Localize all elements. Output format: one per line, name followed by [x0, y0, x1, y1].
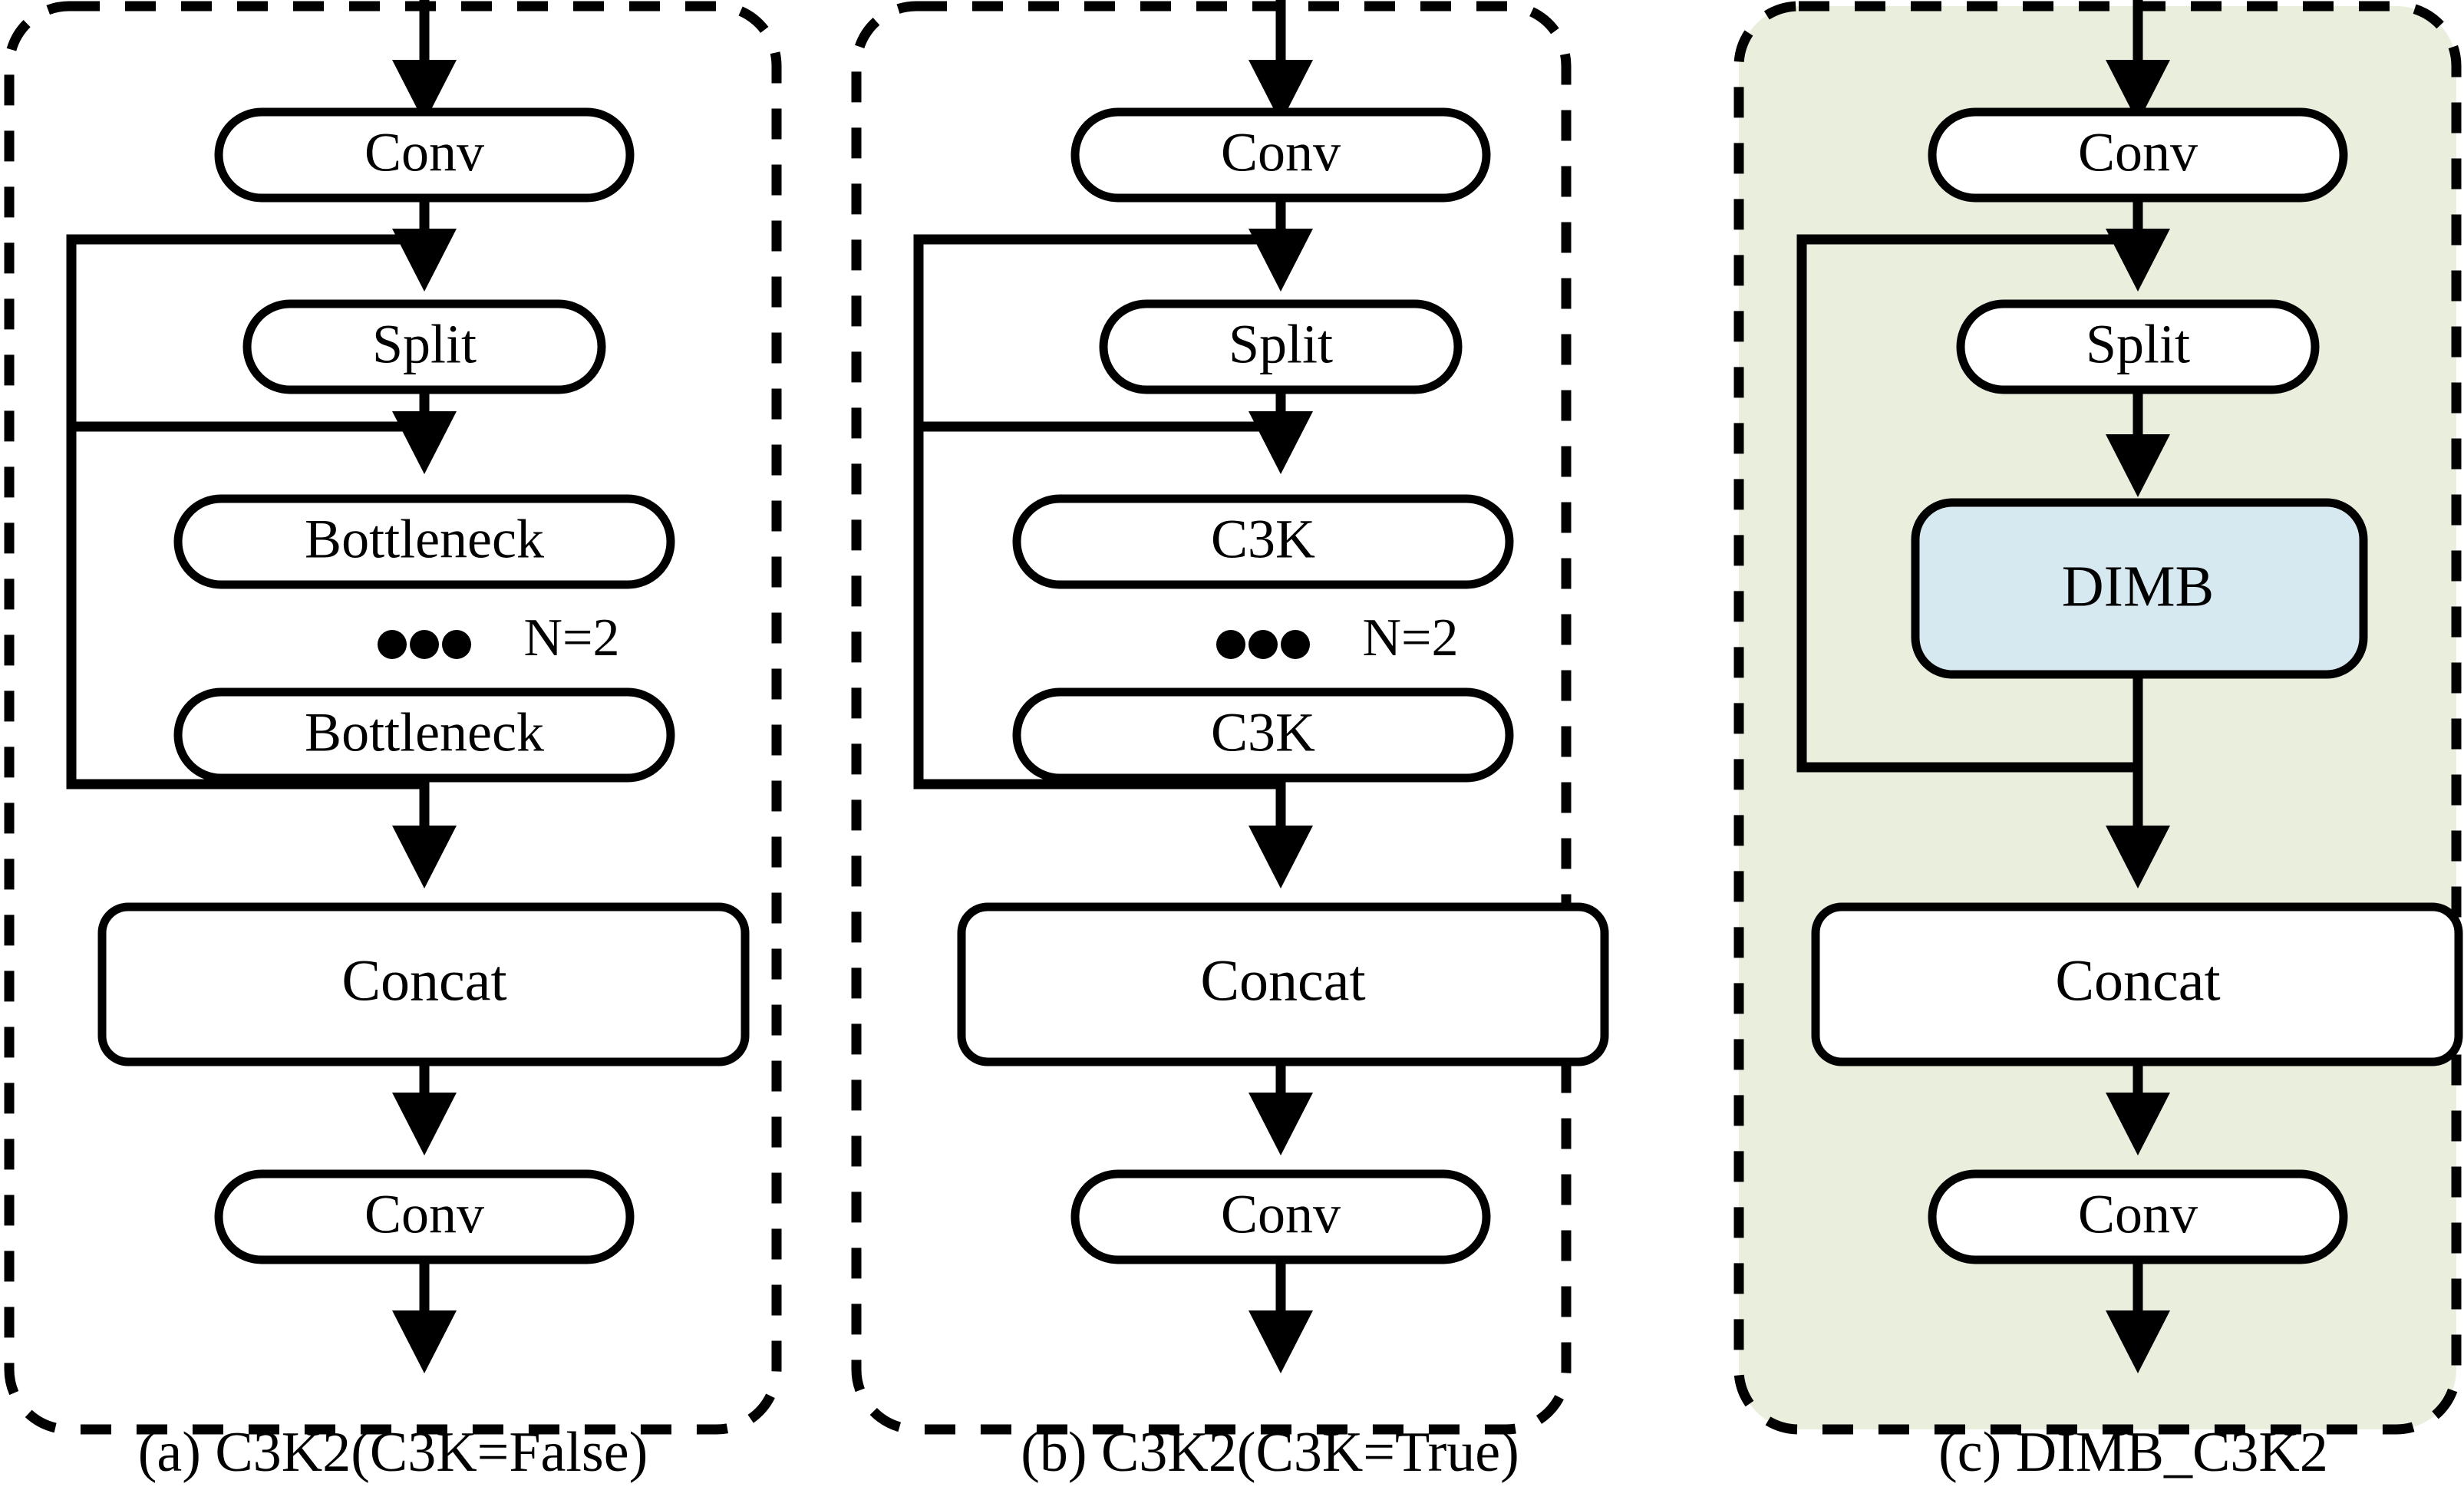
panel-c-skip-connections [1796, 234, 2138, 773]
panel-a-node-bottleneck-1-label: Bottleneck [305, 509, 544, 570]
panel-a-node-split-label: Split [372, 314, 477, 375]
panel-c-node-conv-top-label: Conv [2078, 122, 2198, 183]
panel-a-caption: (a) C3K2(C3K=False) [138, 1421, 648, 1484]
panel-a-node-conv-top-label: Conv [364, 122, 484, 183]
panel-a-arrow-concat-conv [392, 1062, 457, 1155]
panel-b-node-conv-bottom-label: Conv [1221, 1184, 1341, 1245]
panel-a-output-arrow [392, 1260, 457, 1373]
panel-c-node-conv-top[interactable]: Conv [1928, 107, 2348, 203]
panel-b-node-c3k-2[interactable]: C3K [1012, 687, 1514, 783]
panel-b-arrow-to-concat [1248, 778, 1313, 888]
panel-b-node-conv-top[interactable]: Conv [1070, 107, 1491, 203]
panel-b-repeat-count-label: N=2 [1362, 608, 1458, 668]
panel-c-arrow-to-concat [2106, 674, 2170, 888]
panel-b-output-arrow [1248, 1260, 1313, 1373]
panel-a-arrow-to-concat [392, 778, 457, 888]
panel-a-repeat-indicator: N=2 [378, 608, 620, 668]
panel-a-repeat-count-label: N=2 [523, 608, 619, 668]
panel-b-repeat-indicator: N=2 [1216, 608, 1459, 668]
panel-c-arrow-concat-conv [2106, 1062, 2170, 1155]
panel-b-node-split[interactable]: Split [1099, 299, 1463, 394]
panel-c-input-arrow [2106, 0, 2170, 123]
panel-b-node-concat-label: Concat [1200, 948, 1365, 1013]
panel-b-caption: (b) C3K2(C3K=True) [1021, 1421, 1519, 1484]
panel-b-arrow-concat-conv [1248, 1062, 1313, 1155]
panel-a-node-split[interactable]: Split [242, 299, 606, 394]
panel-a: Conv Split Bottleneck [4, 0, 782, 1484]
panel-c-node-split[interactable]: Split [1956, 299, 2320, 394]
panel-c-output-arrow [2106, 1260, 2170, 1373]
panel-b-skip-connections [913, 234, 1281, 790]
panel-c: Conv Split DIMB [1733, 0, 2463, 1484]
panel-c-node-dimb-label: DIMB [2062, 554, 2214, 618]
panel-b-node-concat[interactable]: Concat [957, 902, 1609, 1066]
panel-b: Conv Split C3K [851, 0, 1609, 1484]
panel-a-node-bottleneck-1[interactable]: Bottleneck [173, 494, 675, 589]
panel-b-node-conv-top-label: Conv [1221, 122, 1341, 183]
panel-b-node-split-label: Split [1229, 314, 1333, 375]
panel-a-node-concat[interactable]: Concat [97, 902, 750, 1066]
panel-a-node-bottleneck-2-label: Bottleneck [305, 702, 544, 763]
panel-a-skip-connections [66, 234, 424, 790]
panel-c-node-concat[interactable]: Concat [1811, 902, 2463, 1066]
panel-c-dashed-border [1733, 1, 2462, 1435]
panel-a-node-bottleneck-2[interactable]: Bottleneck [173, 687, 675, 783]
panel-a-node-conv-bottom-label: Conv [364, 1184, 484, 1245]
panel-c-node-concat-label: Concat [2055, 948, 2220, 1013]
panel-a-input-arrow [392, 0, 457, 123]
panel-c-node-dimb[interactable]: DIMB [1911, 498, 2368, 679]
panel-b-dashed-border [851, 1, 1572, 1435]
panel-c-arrow-split-dimb [2106, 390, 2170, 497]
panel-b-node-c3k-2-label: C3K [1211, 702, 1315, 763]
panel-b-input-arrow [1248, 0, 1313, 123]
panel-a-node-conv-top[interactable]: Conv [214, 107, 635, 203]
panel-c-caption: (c) DIMB_C3K2 [1938, 1421, 2328, 1484]
panel-a-dashed-border [4, 1, 782, 1435]
panel-b-node-c3k-1[interactable]: C3K [1012, 494, 1514, 589]
panel-c-node-conv-bottom[interactable]: Conv [1928, 1169, 2348, 1264]
panel-b-node-conv-bottom[interactable]: Conv [1070, 1169, 1491, 1264]
panel-c-node-split-label: Split [2086, 314, 2190, 375]
panel-a-node-conv-bottom[interactable]: Conv [214, 1169, 635, 1264]
panel-b-node-c3k-1-label: C3K [1211, 509, 1315, 570]
panel-a-node-concat-label: Concat [341, 948, 506, 1013]
panel-c-node-conv-bottom-label: Conv [2078, 1184, 2198, 1245]
